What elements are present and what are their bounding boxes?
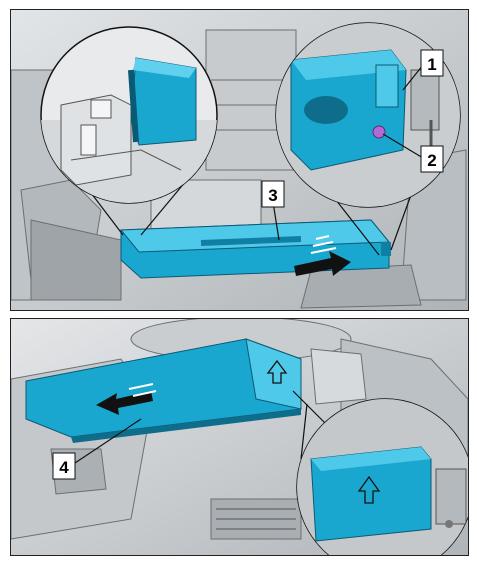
screw-icon	[372, 125, 386, 139]
callout-1: 1	[402, 49, 444, 91]
bottom-illustration: 4	[11, 319, 468, 555]
detail-circle-left	[40, 26, 218, 204]
top-panel: 1 2 3	[10, 9, 469, 311]
bottom-panel: 4	[10, 318, 469, 556]
cover-panel	[25, 338, 302, 443]
callout-2-label: 2	[427, 151, 436, 170]
callout-2: 2	[382, 133, 444, 173]
callout-3-label: 3	[268, 186, 277, 205]
callout-4: 4	[52, 418, 142, 480]
magnifier-leader-lines	[292, 390, 327, 460]
callout-1-label: 1	[427, 55, 436, 74]
detail-circle-bottom	[296, 398, 468, 555]
callout-3: 3	[261, 180, 285, 241]
up-arrow-icon	[266, 359, 288, 384]
top-illustration: 1 2 3	[11, 10, 468, 310]
control-unit-module	[119, 219, 391, 279]
removal-arrow-icon	[96, 383, 157, 415]
removal-arrow-icon	[294, 235, 351, 276]
up-arrow-icon	[357, 475, 381, 504]
callout-4-label: 4	[59, 458, 69, 477]
